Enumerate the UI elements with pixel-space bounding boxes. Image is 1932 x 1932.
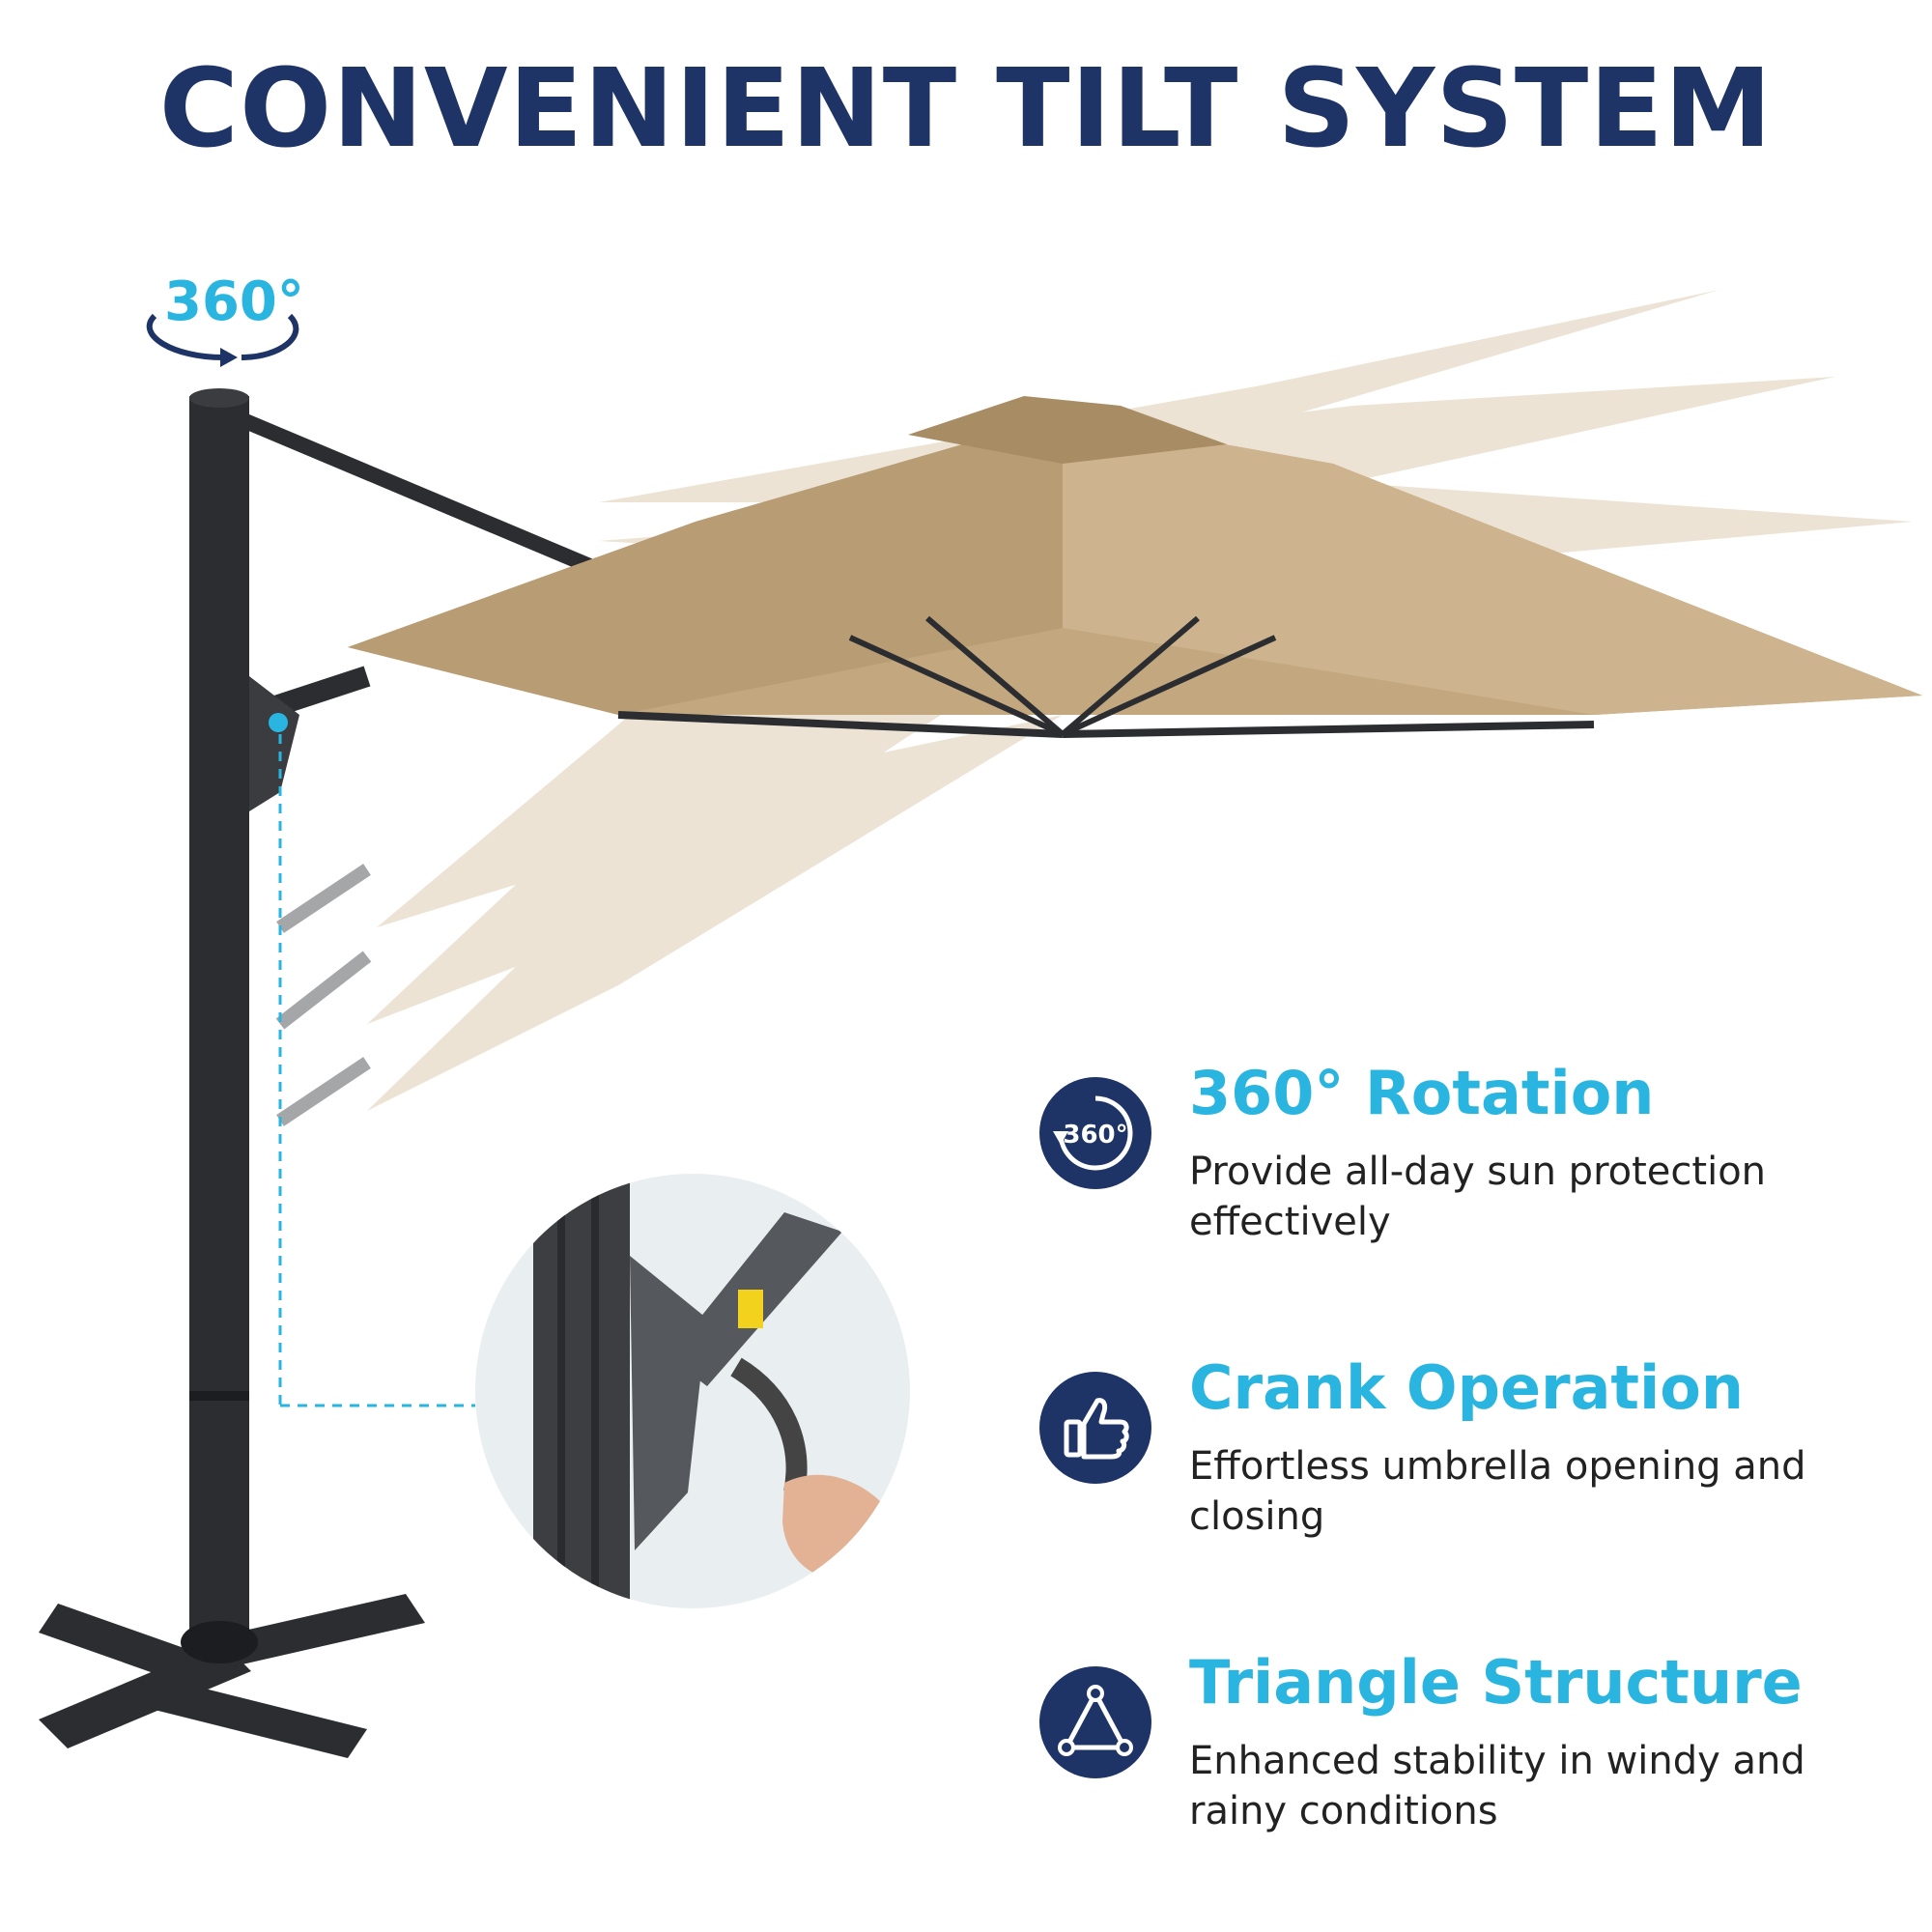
support-beam — [228, 408, 603, 578]
rotation-badge: 360° — [135, 263, 309, 379]
cross-base — [39, 1594, 425, 1758]
main-canopy — [348, 396, 1922, 738]
umbrella-pole — [189, 396, 249, 1642]
rotation-icon-text: 360° — [1063, 1121, 1127, 1150]
feature-title: Triangle Structure — [1189, 1647, 1803, 1718]
rotation-badge-value: 360° — [164, 270, 304, 333]
page-title: CONVENIENT TILT SYSTEM — [158, 46, 1774, 172]
feature-description: Provide all-day sun protection effective… — [1189, 1150, 1767, 1244]
thumbs-up-icon — [1039, 1372, 1151, 1484]
tilt-ghost-arms — [275, 864, 372, 1126]
crank-handle-image — [533, 1174, 881, 1608]
crank-detail-inset — [475, 1174, 910, 1608]
triangle-icon — [1039, 1666, 1151, 1778]
feature-description: Enhanced stability in windy and rainy co… — [1189, 1739, 1805, 1833]
feature-description: Effortless umbrella opening and closing — [1189, 1444, 1806, 1539]
feature-title: Crank Operation — [1189, 1352, 1745, 1423]
feature-title: 360° Rotation — [1189, 1058, 1655, 1128]
rotation-360-icon: 360° — [1039, 1077, 1151, 1189]
rotation-arrows-icon — [146, 313, 299, 367]
